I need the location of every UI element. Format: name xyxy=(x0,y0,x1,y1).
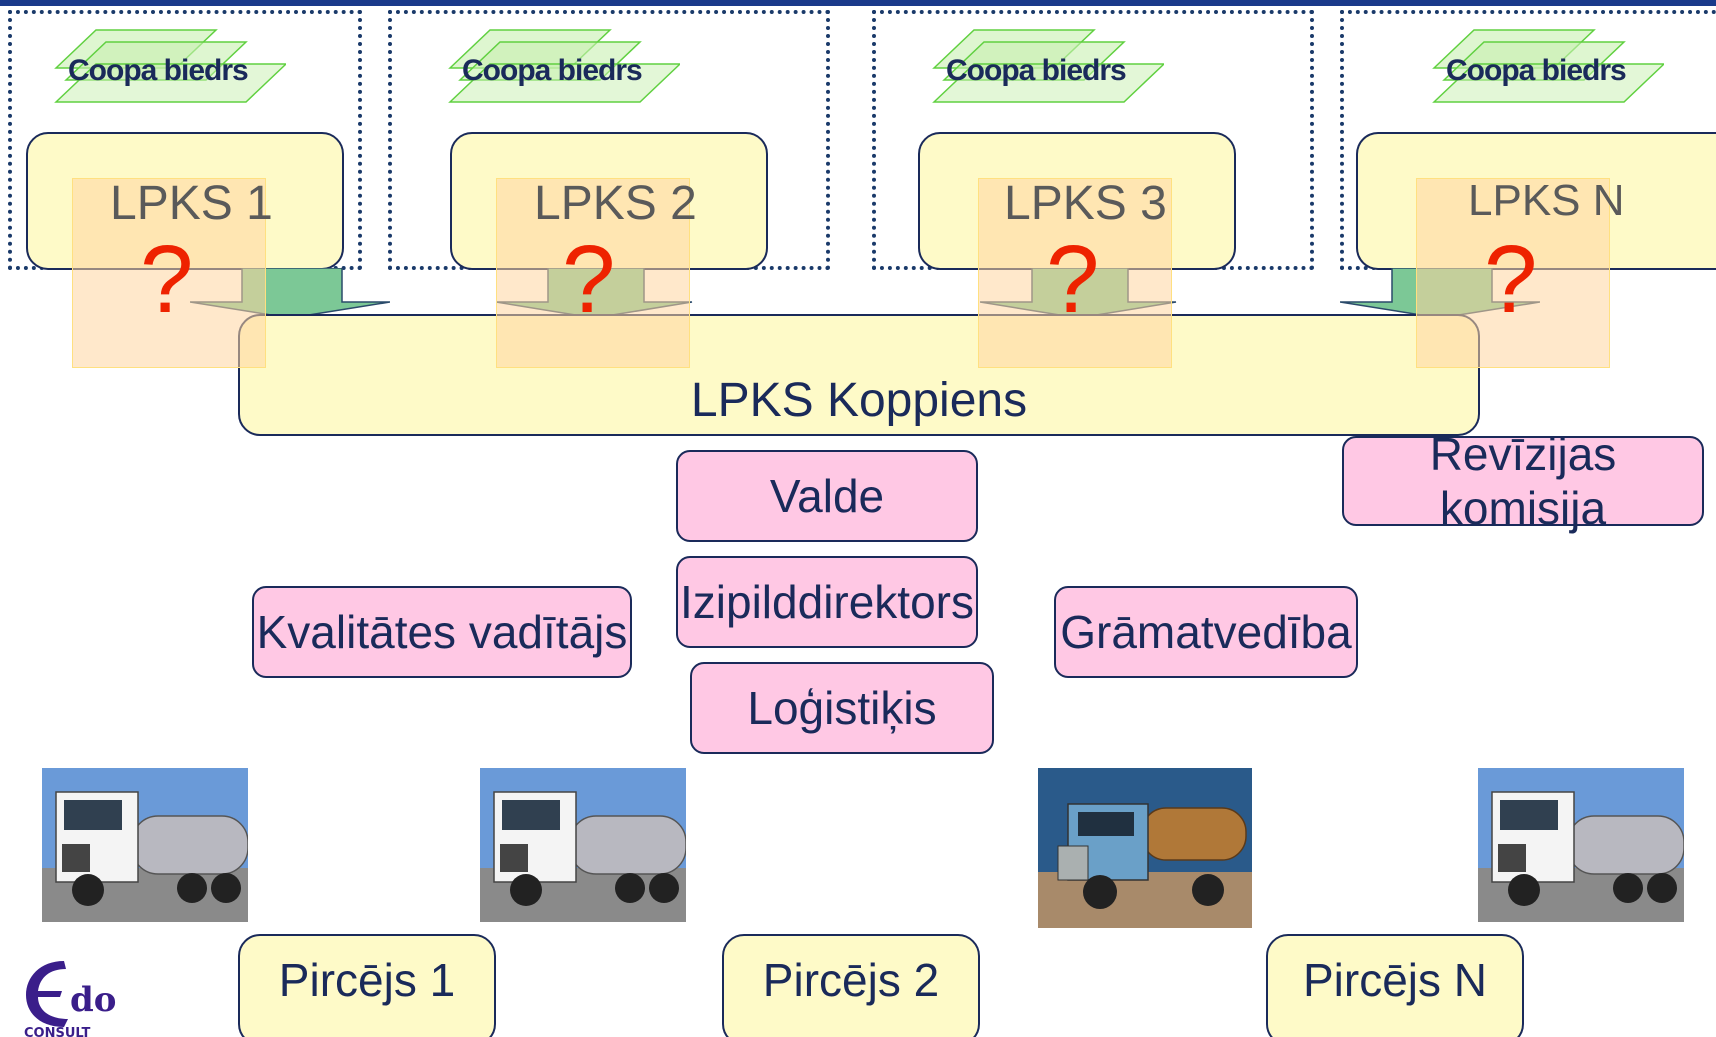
coop-member-3: Coopa biedrs xyxy=(904,24,1164,104)
buyer-box-1: Pircējs 1 xyxy=(238,934,496,1037)
buyer-box-3: Pircējs N xyxy=(1266,934,1524,1037)
coop-member-label: Coopa biedrs xyxy=(68,54,249,87)
quality-label: Kvalitātes vadītājs xyxy=(256,606,628,658)
hub-label: LPKS Koppiens xyxy=(690,373,1028,427)
director-box: Izipilddirektors xyxy=(676,556,978,648)
edo-consult-logo: do CONSULT xyxy=(24,961,116,1037)
lpks-label-2: LPKS 2 xyxy=(534,177,697,230)
svg-text:do: do xyxy=(70,980,116,1020)
lpks-label-1: LPKS 1 xyxy=(110,177,273,230)
question-overlay-4 xyxy=(1416,178,1610,368)
audit-box: Revīzijas komisija xyxy=(1342,428,1704,534)
coop-member-4: Coopa biedrs xyxy=(1404,24,1664,104)
question-mark-4: ? xyxy=(1484,226,1538,333)
logistics-label: Loģistiķis xyxy=(747,682,937,734)
coop-member-label: Coopa biedrs xyxy=(946,54,1127,87)
logistics-box: Loģistiķis xyxy=(690,662,994,754)
board-box: Valde xyxy=(676,450,978,542)
audit-label: Revīzijas komisija xyxy=(1429,428,1617,534)
coop-member-1: Coopa biedrs xyxy=(26,24,286,104)
stacked-layers-icon xyxy=(448,29,680,103)
hub-box: LPKS Koppiens xyxy=(238,314,1480,436)
coop-member-2: Coopa biedrs xyxy=(420,24,680,104)
question-mark-3: ? xyxy=(1046,226,1100,333)
question-overlay-1 xyxy=(72,178,266,368)
lpks-label-4: LPKS N xyxy=(1468,176,1625,225)
coop-member-label: Coopa biedrs xyxy=(1446,54,1627,87)
board-label: Valde xyxy=(769,470,885,522)
stacked-layers-icon xyxy=(1432,29,1664,103)
tanker-truck-icon xyxy=(480,768,686,922)
stacked-layers-icon xyxy=(932,29,1164,103)
top-bar xyxy=(0,0,1716,6)
buyer-box-2: Pircējs 2 xyxy=(722,934,980,1037)
tanker-truck-icon xyxy=(1478,768,1684,922)
question-mark-2: ? xyxy=(562,226,616,333)
accounting-label: Grāmatvedība xyxy=(1060,606,1352,658)
director-label: Izipilddirektors xyxy=(680,576,974,628)
question-overlay-3 xyxy=(978,178,1172,368)
buyer-label-3: Pircējs N xyxy=(1302,954,1488,1006)
stacked-layers-icon xyxy=(54,29,286,103)
old-tanker-truck-icon xyxy=(1038,768,1252,928)
lpks-label-3: LPKS 3 xyxy=(1004,177,1167,230)
svg-text:CONSULT: CONSULT xyxy=(24,1026,91,1037)
quality-box: Kvalitātes vadītājs xyxy=(252,586,632,678)
buyer-label-1: Pircējs 1 xyxy=(278,954,456,1006)
coop-member-label: Coopa biedrs xyxy=(462,54,643,87)
tanker-truck-icon xyxy=(42,768,248,922)
question-overlay-2 xyxy=(496,178,690,368)
question-mark-1: ? xyxy=(140,226,194,333)
buyer-label-2: Pircējs 2 xyxy=(762,954,940,1006)
accounting-box: Grāmatvedība xyxy=(1054,586,1358,678)
